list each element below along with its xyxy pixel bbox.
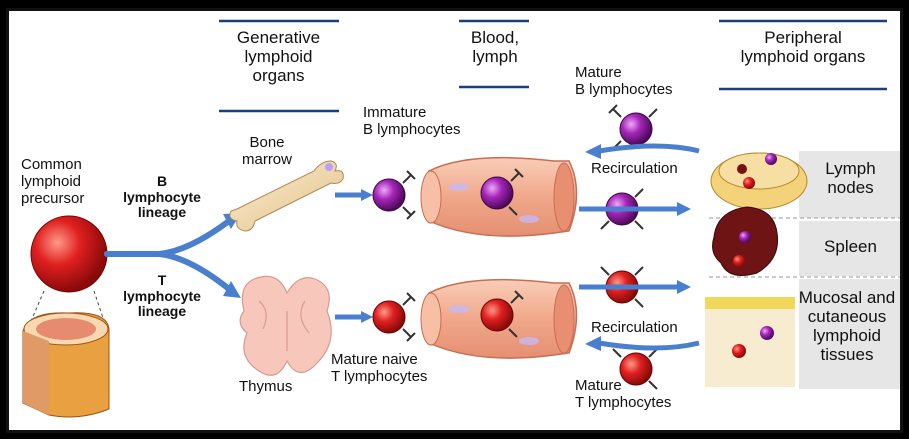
mature-b-cell-top	[620, 113, 652, 145]
label-common-precursor: Common lymphoid precursor	[21, 157, 116, 207]
header-blood-lymph: Blood, lymph	[451, 28, 539, 66]
label-recirculation-top: Recirculation	[591, 161, 706, 178]
label-b-lineage: B lymphocyte lineage	[107, 174, 217, 221]
label-t-lineage: T lymphocyte lineage	[107, 273, 217, 320]
naive-t-cell	[373, 301, 405, 333]
label-mucosal: Mucosal and cutaneous lymphoid tissues	[797, 288, 897, 364]
label-spleen: Spleen	[803, 237, 898, 256]
t-cell-in-vessel	[481, 299, 513, 331]
bone-section-image	[23, 291, 109, 417]
lymph-node-image	[711, 153, 807, 209]
label-mature-naive-t: Mature naive T lymphocytes	[331, 352, 471, 386]
immature-b-cell	[373, 179, 405, 211]
label-mature-b: Mature B lymphocytes	[575, 65, 715, 99]
diagram-frame: Generative lymphoid organs Blood, lymph …	[6, 8, 903, 433]
header-peripheral-organs: Peripheral lymphoid organs	[709, 28, 897, 66]
b-cell-in-vessel	[481, 177, 513, 209]
label-immature-b: Immature B lymphocytes	[363, 105, 503, 139]
common-precursor-cell	[31, 216, 107, 292]
label-lymph-nodes: Lymph nodes	[803, 159, 898, 197]
header-generative-organs: Generative lymphoid organs	[216, 28, 341, 85]
spleen-image	[713, 207, 778, 275]
label-thymus: Thymus	[239, 379, 319, 396]
label-recirculation-bottom: Recirculation	[591, 320, 706, 337]
mucosal-tissue-image	[705, 297, 795, 387]
bone-marrow-image	[230, 161, 343, 231]
label-mature-t: Mature T lymphocytes	[575, 378, 715, 412]
thymus-image	[240, 276, 331, 375]
label-bone-marrow: Bone marrow	[227, 135, 307, 169]
